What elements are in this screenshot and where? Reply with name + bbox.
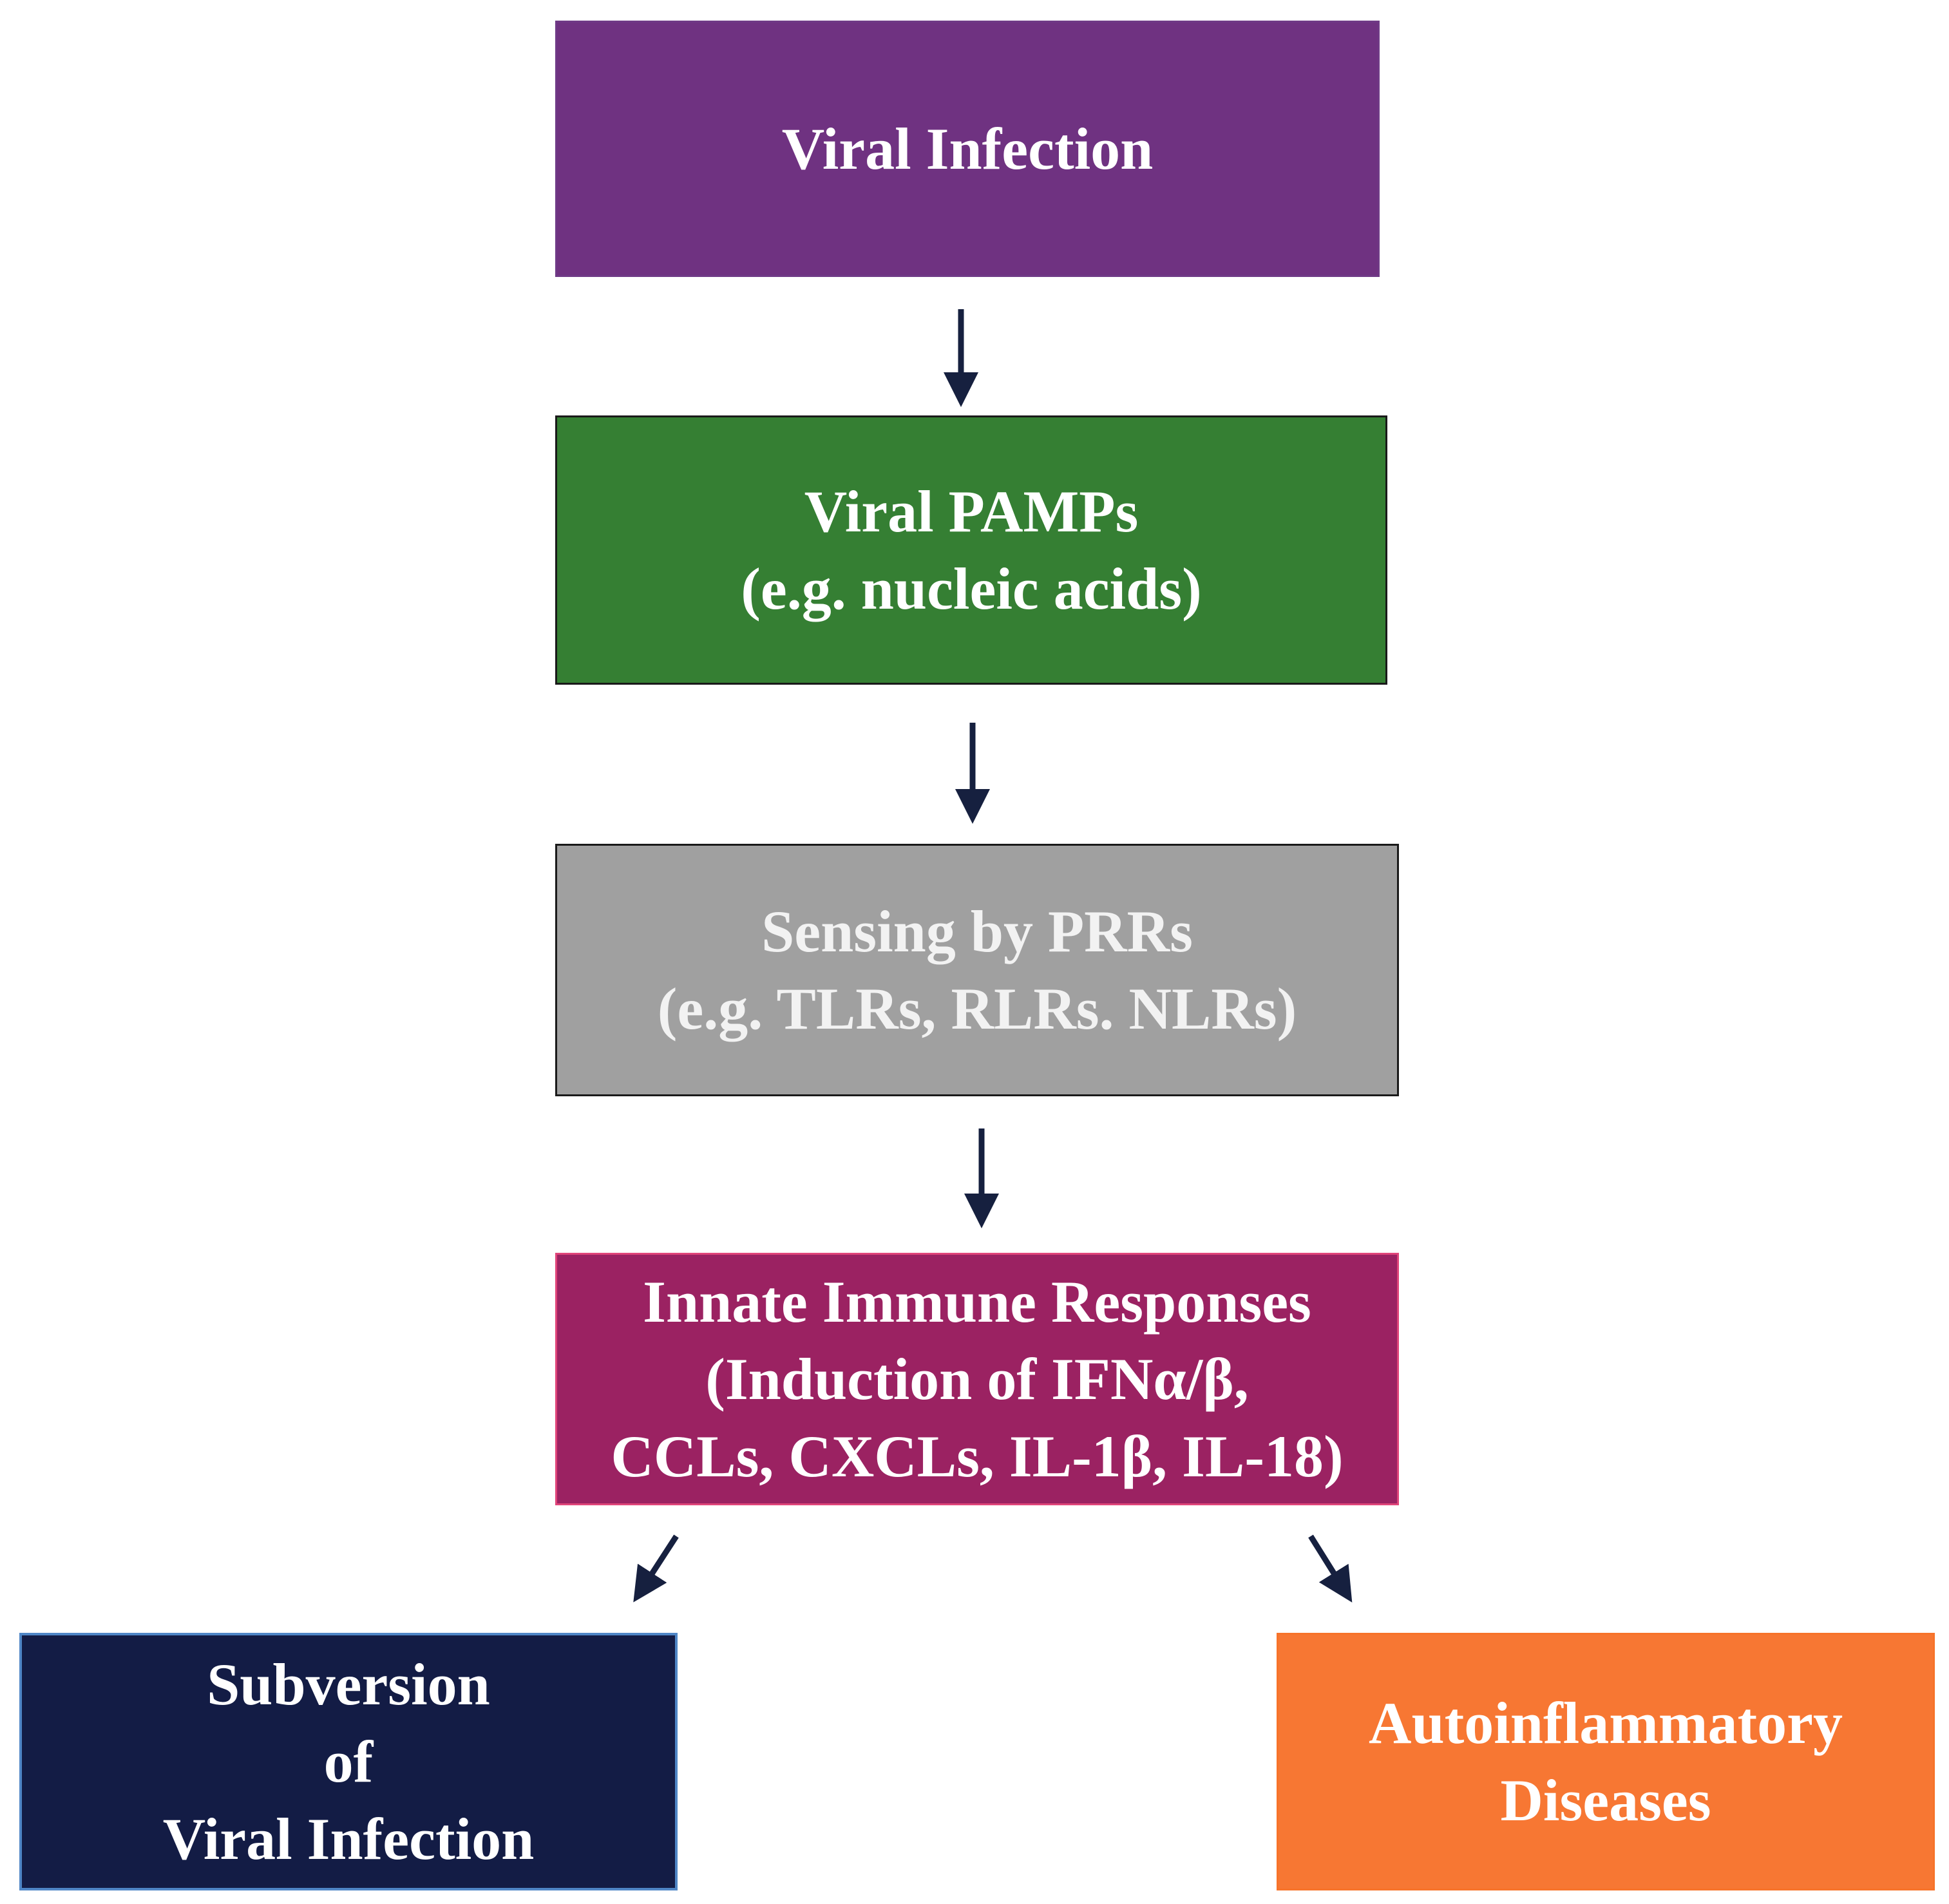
node-label-line: Sensing by PRRs xyxy=(761,899,1193,964)
node-label-line: Autoinflammatory xyxy=(1369,1690,1843,1756)
autoinflammatory-node: Autoinflammatory Diseases xyxy=(1277,1633,1935,1890)
node-label-line: Subversion xyxy=(207,1652,490,1717)
subversion-node: Subversion of Viral Infection xyxy=(19,1633,678,1890)
sensing-prrs-node: Sensing by PRRs (e.g. TLRs, RLRs. NLRs) xyxy=(555,844,1399,1096)
node-label-line: (Induction of IFNα/β, xyxy=(705,1346,1249,1412)
viral-pamps-node: Viral PAMPs (e.g. nucleic acids) xyxy=(555,415,1387,685)
node-label-line: (e.g. TLRs, RLRs. NLRs) xyxy=(657,976,1297,1042)
node-label-line: Diseases xyxy=(1500,1767,1711,1833)
node-label-line: Viral Infection xyxy=(162,1806,535,1872)
viral-infection-node: Viral Infection xyxy=(555,21,1380,277)
node-label-line: Innate Immune Responses xyxy=(643,1269,1311,1335)
node-label-line: (e.g. nucleic acids) xyxy=(741,556,1202,622)
innate-immune-node: Innate Immune Responses (Induction of IF… xyxy=(555,1253,1399,1505)
node-label-line: Viral PAMPs xyxy=(804,479,1139,544)
arrow-innate-to-subversion xyxy=(633,1534,679,1603)
node-label-line: Viral Infection xyxy=(781,116,1154,182)
node-label-line: CCLs, CXCLs, IL-1β, IL-18) xyxy=(611,1423,1344,1489)
node-label-line: of xyxy=(323,1729,374,1795)
arrow-innate-to-autoinflammatory xyxy=(1308,1534,1353,1603)
